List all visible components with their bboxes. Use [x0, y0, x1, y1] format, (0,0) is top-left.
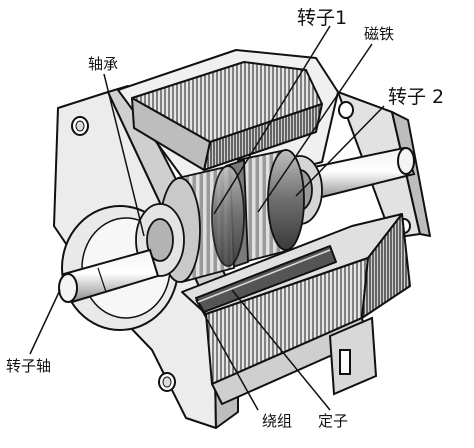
- label-winding: 绕组: [262, 412, 293, 430]
- front-shaft: [58, 248, 160, 304]
- label-rotor-shaft: 转子轴: [6, 357, 52, 375]
- label-rotor-2: 转子 2: [388, 86, 445, 108]
- leader-lines: [29, 25, 385, 411]
- label-bearing: 轴承: [88, 55, 119, 73]
- connector-tab: [328, 316, 378, 396]
- stator-cutaway: [181, 213, 411, 405]
- label-stator: 定子: [318, 412, 349, 430]
- label-magnet: 磁铁: [364, 25, 395, 43]
- label-rotor-1: 转子1: [297, 7, 348, 29]
